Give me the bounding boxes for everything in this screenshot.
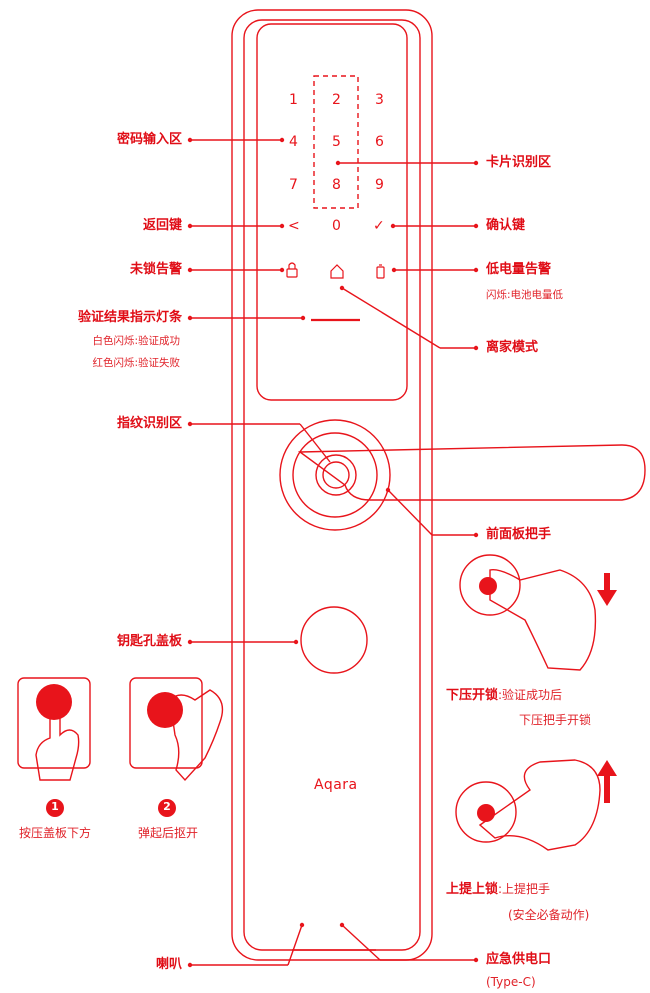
press-down-unlock-title: 下压开锁 <box>446 688 499 703</box>
lift-lock-caption: 上提上锁:上提把手 <box>446 880 550 896</box>
lock-body-inner <box>243 19 421 951</box>
label-card-area: 卡片识别区 <box>486 155 552 170</box>
label-emergency-power-type: (Type-C) <box>486 975 536 989</box>
step2-text: 弹起后抠开 <box>137 826 198 840</box>
label-low-battery-note: 闪烁:电池电量低 <box>486 289 564 301</box>
fingerprint-sensor-inner <box>322 461 350 489</box>
key-3[interactable]: 3 <box>375 92 384 108</box>
key-back[interactable]: < <box>288 218 300 234</box>
key-7[interactable]: 7 <box>289 177 298 193</box>
label-speaker: 喇叭 <box>155 957 182 972</box>
front-handle <box>297 444 646 501</box>
key-6[interactable]: 6 <box>375 134 384 150</box>
step2-badge <box>158 799 176 817</box>
label-low-battery-alarm: 低电量告警 <box>486 262 552 277</box>
press-down-unlock-text2: 下压把手开锁 <box>519 713 592 727</box>
press-red-handle <box>479 577 497 595</box>
key-9[interactable]: 9 <box>375 177 384 193</box>
label-password-area: 密码输入区 <box>116 132 182 147</box>
lift-lock-text2: (安全必备动作) <box>508 908 590 922</box>
label-indicator-white: 白色闪烁:验证成功 <box>92 335 180 347</box>
lock-body-outer <box>231 9 433 961</box>
label-confirm-key: 确认键 <box>486 218 526 233</box>
key-4[interactable]: 4 <box>289 134 298 150</box>
label-front-handle: 前面板把手 <box>486 527 552 542</box>
press-down-unlock-text: :验证成功后 <box>498 688 563 702</box>
label-unlocked-alarm: 未锁告警 <box>129 262 182 277</box>
step2-red-cover <box>147 692 183 728</box>
down-arrow-icon <box>597 573 617 606</box>
step2-cover-frame <box>129 677 203 769</box>
key-2[interactable]: 2 <box>332 92 341 108</box>
press-down-unlock-caption: 下压开锁:验证成功后 <box>446 686 562 702</box>
label-away-mode: 离家模式 <box>486 340 539 355</box>
home-icon <box>330 264 344 279</box>
step2-number: 2 <box>163 800 171 813</box>
keypad-panel <box>256 23 408 401</box>
key-8[interactable]: 8 <box>332 177 341 193</box>
fingerprint-sensor-outer <box>315 454 357 496</box>
key-1[interactable]: 1 <box>289 92 298 108</box>
key-5[interactable]: 5 <box>332 134 341 150</box>
label-back-key: 返回键 <box>142 218 182 233</box>
step1-number: 1 <box>51 800 59 813</box>
handle-rosette-inner <box>292 432 378 518</box>
card-area-box <box>313 75 359 209</box>
step2-hand <box>169 689 224 782</box>
key-0[interactable]: 0 <box>332 218 341 234</box>
handle-rosette-outer <box>279 419 391 531</box>
lift-lock-text: :上提把手 <box>498 882 551 896</box>
lift-red-handle <box>477 804 495 822</box>
label-indicator-bar: 验证结果指示灯条 <box>77 310 182 325</box>
up-arrow-icon <box>597 760 617 803</box>
label-keyhole-cover: 钥匙孔盖板 <box>116 634 182 649</box>
label-fingerprint-area: 指纹识别区 <box>116 416 182 431</box>
label-indicator-red: 红色闪烁:验证失败 <box>92 357 180 369</box>
lift-hand <box>478 759 601 851</box>
key-confirm[interactable]: ✓ <box>373 218 385 234</box>
battery-icon <box>376 264 385 279</box>
lift-lock-title: 上提上锁 <box>446 882 499 897</box>
step1-text: 按压盖板下方 <box>18 826 91 840</box>
lock-icon <box>286 262 298 278</box>
step1-badge <box>46 799 64 817</box>
brand-logo: Aqara <box>314 777 358 793</box>
press-hand <box>489 569 597 671</box>
keyhole-cover <box>300 606 368 674</box>
label-emergency-power: 应急供电口 <box>486 952 552 967</box>
step1-cover-frame <box>17 677 91 769</box>
step1-red-cover <box>36 684 72 720</box>
